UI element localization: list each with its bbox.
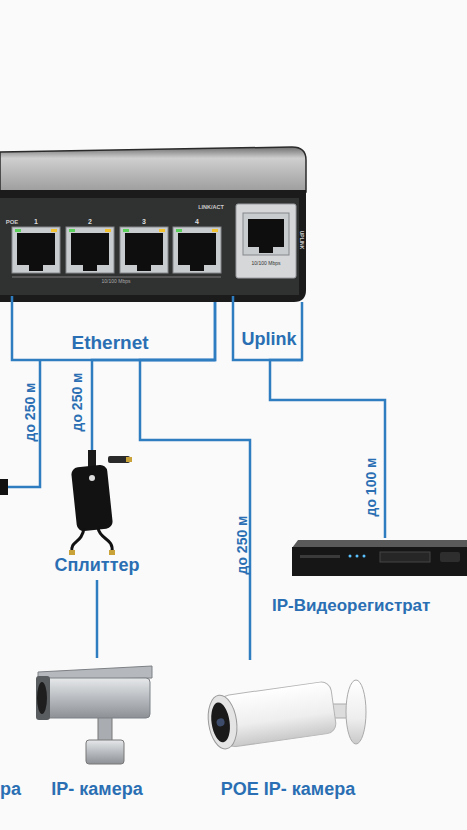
nvr-front bbox=[292, 547, 467, 576]
ip-camera: IP- камера bbox=[30, 658, 165, 803]
port-notch bbox=[190, 263, 204, 271]
device-label: POE IP- камера bbox=[221, 780, 355, 800]
ip-camera-illustration bbox=[36, 666, 152, 764]
port-number: 1 bbox=[34, 218, 38, 226]
bus-label: Uplink bbox=[241, 330, 296, 350]
port-number: 3 bbox=[142, 218, 146, 226]
uplink-bracket bbox=[233, 296, 302, 360]
splitter-body bbox=[71, 464, 113, 531]
video-recorder: IP-Видеорегистрат bbox=[268, 538, 467, 620]
port-led bbox=[105, 229, 111, 232]
cable-end bbox=[69, 550, 75, 555]
device-label: IP- камера bbox=[51, 780, 142, 800]
port-led bbox=[176, 229, 182, 232]
cropped-device bbox=[0, 479, 8, 495]
poe-switch: POE 1 2 3 4 LINK/ACT UPLINK 10/100 Mbps 10/100 M… bbox=[0, 140, 306, 302]
port-opening bbox=[17, 233, 55, 265]
speed-marking: 10/100 Mbps bbox=[252, 261, 281, 267]
bus-label: Ethernet bbox=[71, 333, 148, 354]
port-led bbox=[212, 229, 218, 232]
switch-panel bbox=[0, 198, 299, 295]
bracket-wires bbox=[0, 296, 302, 487]
label-strip bbox=[12, 277, 221, 278]
port-led bbox=[159, 229, 165, 232]
camera-front bbox=[36, 676, 50, 720]
lens-glass bbox=[216, 718, 225, 727]
ethernet-bracket bbox=[12, 296, 215, 360]
nvr-slot bbox=[300, 555, 340, 558]
rj45-port bbox=[12, 227, 60, 273]
device-label: IP-Видеорегистрат bbox=[272, 597, 430, 616]
rj45-port bbox=[173, 227, 221, 273]
port-notch bbox=[83, 263, 97, 271]
nvr-led bbox=[349, 555, 352, 558]
nvr-panel bbox=[380, 552, 430, 562]
device-label: ра bbox=[0, 780, 21, 800]
port-opening bbox=[248, 219, 284, 247]
port-number: 4 bbox=[195, 218, 199, 226]
port-opening bbox=[125, 233, 163, 265]
port-led bbox=[51, 229, 57, 232]
port-led bbox=[15, 229, 21, 232]
distance-label: до 250 м bbox=[23, 383, 38, 442]
camera-body bbox=[219, 681, 337, 748]
camera-base bbox=[346, 680, 366, 744]
port-row bbox=[12, 227, 221, 273]
nvr-button bbox=[440, 552, 460, 562]
nvr-led bbox=[363, 555, 366, 558]
poe-ip-camera: POE IP- камера bbox=[198, 660, 378, 803]
camera-front bbox=[205, 693, 240, 750]
port-marking: UPLINK bbox=[298, 231, 304, 250]
distance-label: до 250 м bbox=[235, 516, 250, 575]
port-opening bbox=[71, 233, 109, 265]
cable-wire bbox=[0, 360, 40, 487]
uplink-frame bbox=[236, 204, 296, 278]
cable-connector bbox=[96, 580, 99, 658]
camera-lens bbox=[209, 701, 232, 743]
dc-tip bbox=[126, 457, 132, 462]
port-led bbox=[123, 229, 129, 232]
port-opening bbox=[178, 233, 216, 265]
rj45-port bbox=[120, 227, 168, 273]
cable-end bbox=[109, 550, 115, 555]
rj45-port bbox=[66, 227, 114, 273]
port-notch bbox=[137, 263, 151, 271]
nvr-illustration bbox=[292, 540, 467, 576]
switch-front bbox=[0, 190, 306, 302]
splitter-illustration bbox=[69, 450, 132, 555]
port-number: 2 bbox=[88, 218, 92, 226]
poe-camera-illustration bbox=[205, 680, 366, 751]
splitter-device: Сплиттер bbox=[45, 450, 150, 580]
speed-marking: 10/100 Mbps bbox=[102, 279, 131, 285]
switch-illustration bbox=[0, 147, 306, 302]
splitter-cable bbox=[98, 528, 112, 552]
switch-top bbox=[0, 147, 306, 192]
distance-label: до 100 м bbox=[364, 458, 379, 517]
camera-body bbox=[42, 678, 150, 718]
rj45-port bbox=[243, 213, 289, 255]
port-notch bbox=[259, 246, 273, 253]
port-marking: LINK/ACT bbox=[198, 204, 224, 210]
cable-connector bbox=[92, 302, 215, 450]
device-label: Сплиттер bbox=[54, 556, 139, 576]
camera-cylinder bbox=[205, 680, 337, 751]
port-marking: POE bbox=[6, 219, 19, 226]
nvr-top bbox=[292, 540, 467, 548]
splitter-logo bbox=[89, 475, 95, 481]
cable-connector bbox=[140, 302, 250, 660]
splitter-cable bbox=[72, 528, 84, 552]
camera-lens bbox=[37, 682, 47, 714]
port-led bbox=[69, 229, 75, 232]
nvr-led bbox=[356, 555, 359, 558]
camera-base bbox=[86, 740, 124, 764]
distance-label: до 250 м bbox=[70, 373, 85, 432]
port-notch bbox=[29, 263, 43, 271]
